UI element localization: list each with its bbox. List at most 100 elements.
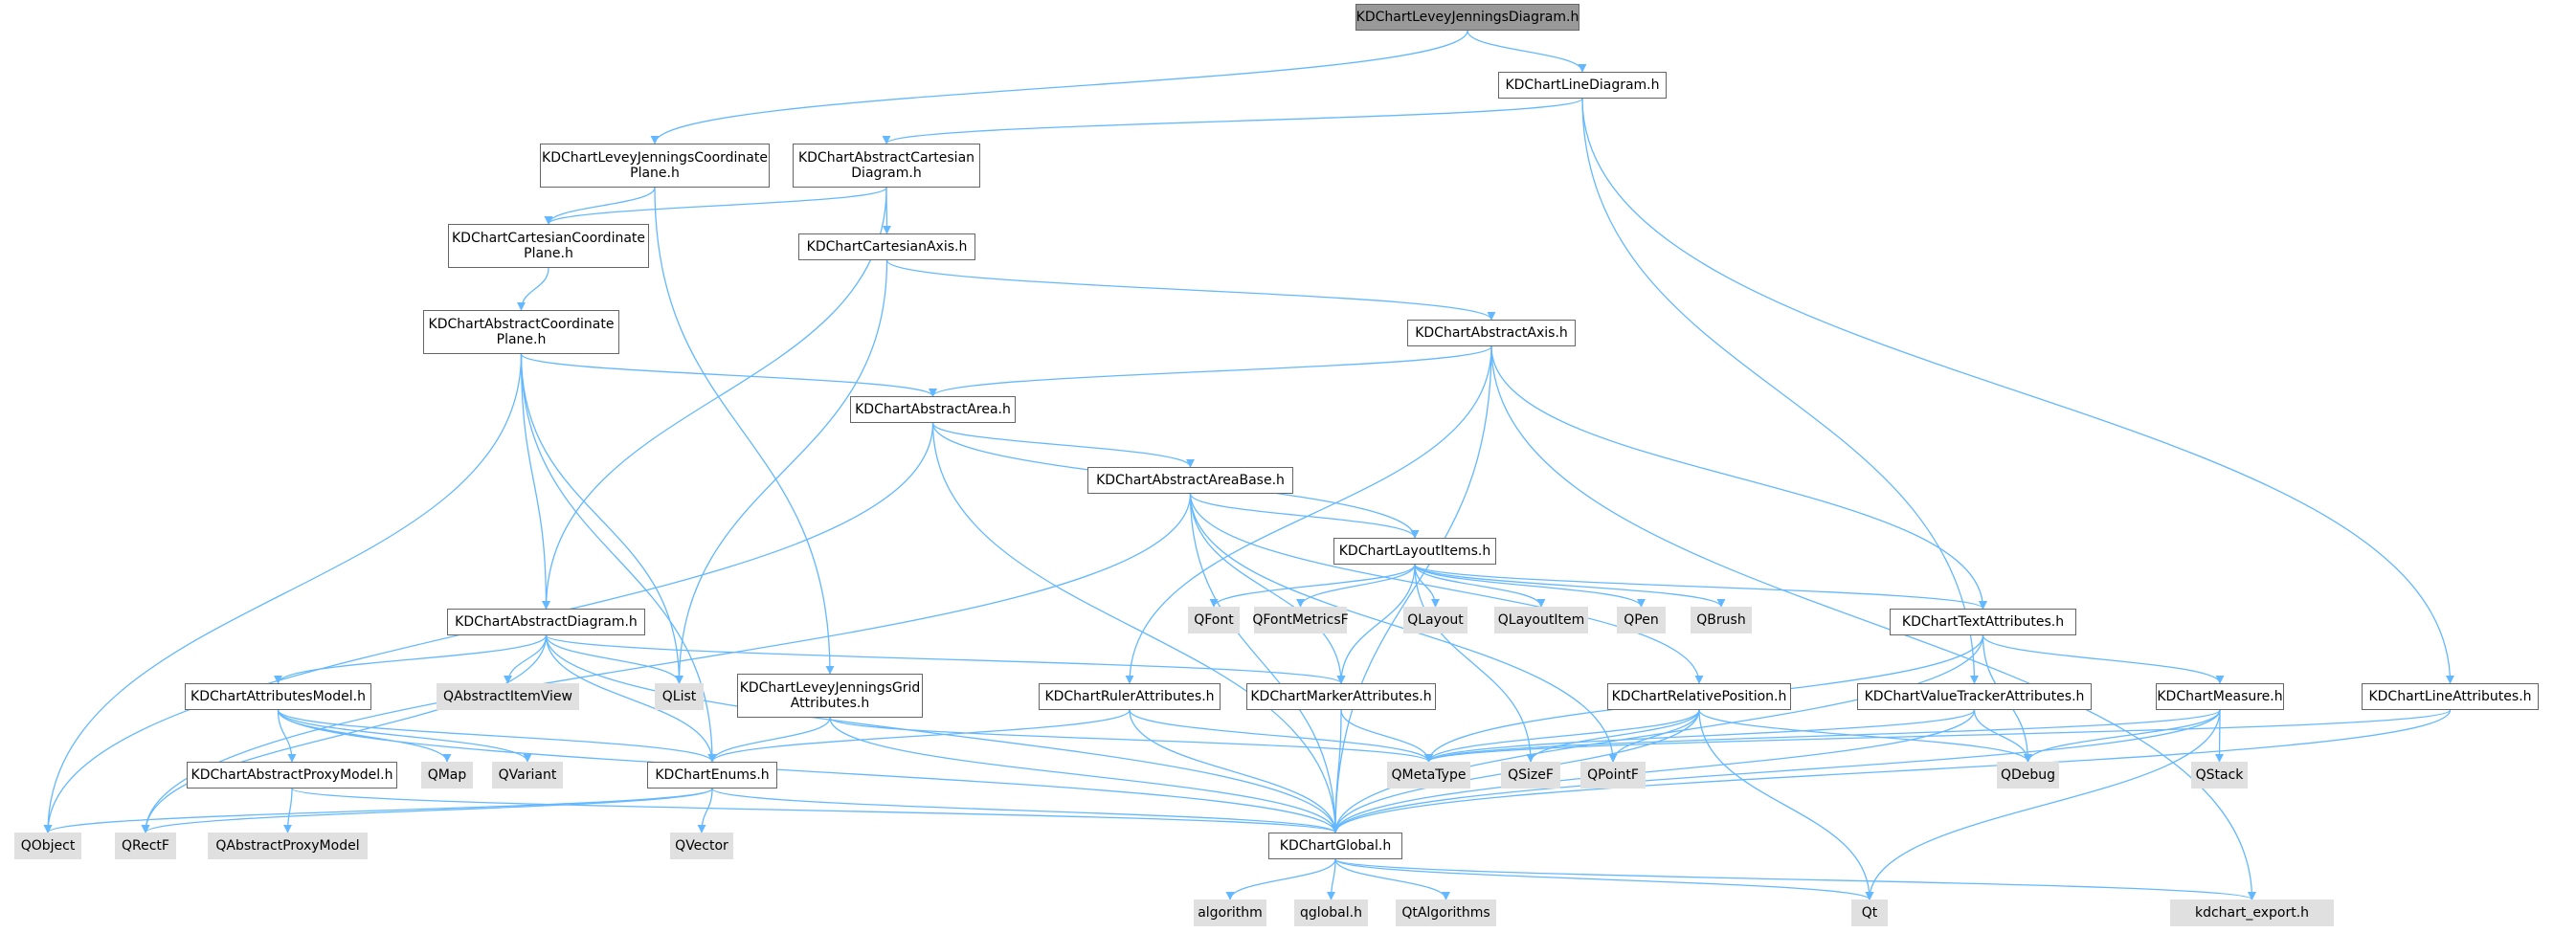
edge-cart_plane-to-abs_plane bbox=[516, 267, 549, 311]
node-kdchart-abstract-area[interactable]: KDChartAbstractArea.h bbox=[850, 396, 1016, 423]
edge-abs_axis-to-text_attr bbox=[1490, 345, 1988, 610]
edge-measure-to-qmetatype bbox=[1424, 709, 2221, 763]
edge-abs_area-to-abs_area_base bbox=[931, 422, 1195, 468]
edge-line_attr-to-qmetatype bbox=[1424, 709, 2452, 763]
node-kdchart-cartesian-coordinate-plane[interactable]: KDChartCartesianCoordinate Plane.h bbox=[448, 224, 649, 268]
edge-line_diagram-to-line_attr bbox=[1581, 98, 2455, 684]
node-kdchart-attributes-model[interactable]: KDChartAttributesModel.h bbox=[185, 683, 371, 710]
edge-line_diagram-to-abs_cart_diagram bbox=[882, 98, 1583, 144]
edge-text_attr-to-global bbox=[1331, 634, 1984, 833]
edge-rel_pos-to-qmetatype bbox=[1424, 709, 1700, 763]
node-kdchart-abstract-area-base[interactable]: KDChartAbstractAreaBase.h bbox=[1087, 467, 1293, 494]
edge-layout_items-to-qlayoutitem bbox=[1414, 564, 1546, 608]
edge-layout_items-to-marker_attr bbox=[1336, 564, 1416, 684]
node-qpen: QPen bbox=[1617, 607, 1666, 633]
node-qvector: QVector bbox=[670, 833, 733, 859]
edge-abs_axis-to-kdchart_export bbox=[1490, 345, 2257, 900]
node-qobject: QObject bbox=[14, 833, 81, 859]
edge-cart_axis-to-abs_axis bbox=[885, 259, 1496, 321]
edge-abs_diagram-to-global bbox=[545, 634, 1340, 833]
edge-rel_pos-to-qt bbox=[1698, 709, 1874, 900]
edge-rel_pos-to-qsizef bbox=[1526, 709, 1700, 763]
edge-enums-to-global bbox=[711, 788, 1340, 833]
edge-abs_diagram-to-qlist bbox=[545, 634, 684, 684]
node-qpointf: QPointF bbox=[1580, 762, 1646, 789]
node-kdchart-leveyjennings-grid-attributes[interactable]: KDChartLeveyJenningsGrid Attributes.h bbox=[737, 674, 923, 718]
node-kdchart-marker-attributes[interactable]: KDChartMarkerAttributes.h bbox=[1246, 683, 1436, 710]
node-qstack: QStack bbox=[2191, 762, 2248, 789]
edge-global-to-algorithm bbox=[1225, 858, 1336, 900]
node-kdchart-abstract-proxy-model[interactable]: KDChartAbstractProxyModel.h bbox=[187, 762, 397, 789]
edge-marker_attr-to-global bbox=[1331, 709, 1342, 833]
node-kdchart-layout-items[interactable]: KDChartLayoutItems.h bbox=[1333, 538, 1496, 565]
edge-attr_model-to-qmap bbox=[277, 709, 452, 763]
node-kdchart-relative-position[interactable]: KDChartRelativePosition.h bbox=[1607, 683, 1791, 710]
edge-levey_diagram-to-levey_plane bbox=[650, 30, 1468, 144]
node-kdchart-line-attributes[interactable]: KDChartLineAttributes.h bbox=[2362, 683, 2539, 710]
node-qfontmetricsf: QFontMetricsF bbox=[1252, 607, 1349, 633]
edge-layout_items-to-qsizef bbox=[1414, 564, 1535, 763]
edge-abs_area_base-to-global bbox=[1189, 493, 1340, 833]
edge-layout_items-to-qfont bbox=[1209, 564, 1416, 608]
edge-global-to-qglobal bbox=[1326, 858, 1336, 900]
edge-value_tracker-to-global bbox=[1331, 709, 1976, 833]
edge-abs_area_base-to-rel_pos bbox=[1189, 493, 1704, 684]
edge-attr_model-to-enums bbox=[277, 709, 717, 763]
edge-abs_proxy-to-qabstractproxymodel bbox=[282, 788, 293, 833]
node-qrectf: QRectF bbox=[115, 833, 176, 859]
edge-rel_pos-to-qdebug bbox=[1698, 709, 2032, 763]
edge-levey_diagram-to-line_diagram bbox=[1467, 30, 1587, 73]
node-kdchart-leveyjennings-diagram[interactable]: KDChartLeveyJenningsDiagram.h bbox=[1355, 4, 1579, 31]
edge-attr_model-to-abs_proxy bbox=[277, 709, 297, 763]
edge-layout_items-to-qpen bbox=[1414, 564, 1646, 608]
node-kdchart-abstract-axis[interactable]: KDChartAbstractAxis.h bbox=[1407, 320, 1576, 346]
node-qabstractitemview: QAbstractItemView bbox=[437, 683, 579, 710]
edge-measure-to-global bbox=[1331, 709, 2221, 833]
node-kdchart-abstract-cartesian-diagram[interactable]: KDChartAbstractCartesian Diagram.h bbox=[793, 144, 980, 188]
edge-levey_grid-to-global bbox=[829, 717, 1340, 833]
edge-line_diagram-to-value_tracker bbox=[1581, 98, 1980, 684]
node-qmap: QMap bbox=[421, 762, 473, 789]
edge-abs_plane-to-abs_diagram bbox=[520, 353, 551, 610]
node-kdchart-line-diagram[interactable]: KDChartLineDiagram.h bbox=[1498, 72, 1667, 99]
edge-attr_model-to-global bbox=[277, 709, 1340, 833]
edge-marker_attr-to-qmetatype bbox=[1340, 709, 1434, 763]
node-qlayout: QLayout bbox=[1403, 607, 1467, 633]
edge-abs_diagram-to-marker_attr bbox=[545, 634, 1346, 684]
edge-enums-to-qobject bbox=[43, 788, 713, 833]
edge-global-to-qt bbox=[1334, 858, 1874, 900]
node-kdchart-text-attributes[interactable]: KDChartTextAttributes.h bbox=[1890, 609, 2076, 635]
edge-abs_diagram-to-qabstractitemview bbox=[503, 634, 548, 684]
edge-abs_area_base-to-marker_attr bbox=[1189, 493, 1346, 684]
edge-layout_items-to-qbrush bbox=[1414, 564, 1726, 608]
node-qlayoutitem: QLayoutItem bbox=[1494, 607, 1588, 633]
node-qdebug: QDebug bbox=[1997, 762, 2059, 789]
node-kdchart-abstract-diagram[interactable]: KDChartAbstractDiagram.h bbox=[447, 609, 645, 635]
node-kdchart-global[interactable]: KDChartGlobal.h bbox=[1268, 833, 1402, 859]
edge-levey_grid-to-qmetatype bbox=[829, 717, 1433, 763]
node-kdchart-leveyjennings-coordinate-plane[interactable]: KDChartLeveyJenningsCoordinate Plane.h bbox=[540, 144, 770, 188]
node-kdchart-value-tracker-attributes[interactable]: KDChartValueTrackerAttributes.h bbox=[1857, 683, 2092, 710]
edge-abs_area_base-to-layout_items bbox=[1189, 493, 1420, 539]
node-qt: Qt bbox=[1851, 900, 1888, 926]
node-qbrush: QBrush bbox=[1691, 607, 1752, 633]
edge-abs_axis-to-global bbox=[1331, 345, 1492, 833]
edge-global-to-qtalgorithms bbox=[1334, 858, 1451, 900]
node-kdchart-ruler-attributes[interactable]: KDChartRulerAttributes.h bbox=[1039, 683, 1221, 710]
edge-abs_cart_diagram-to-cart_plane bbox=[544, 187, 887, 225]
edge-abs_axis-to-ruler_attr bbox=[1125, 345, 1492, 684]
node-kdchart-abstract-coordinate-plane[interactable]: KDChartAbstractCoordinate Plane.h bbox=[423, 310, 619, 354]
edge-layout_items-to-qfontmetricsf bbox=[1295, 564, 1416, 608]
edge-abs_proxy-to-global bbox=[291, 788, 1340, 833]
edge-abs_plane-to-qlist bbox=[520, 353, 684, 684]
edge-levey_grid-to-enums bbox=[707, 717, 831, 763]
node-kdchart-measure[interactable]: KDChartMeasure.h bbox=[2156, 683, 2284, 710]
node-kdchart-cartesian-axis[interactable]: KDChartCartesianAxis.h bbox=[798, 233, 975, 260]
node-kdchart-enums[interactable]: KDChartEnums.h bbox=[647, 762, 777, 789]
node-qlist: QList bbox=[655, 683, 704, 710]
edge-rel_pos-to-qpointf bbox=[1608, 709, 1700, 763]
edge-abs_axis-to-abs_area bbox=[929, 345, 1492, 397]
edge-enums-to-qrectf bbox=[141, 788, 713, 833]
edge-ruler_attr-to-global bbox=[1129, 709, 1340, 833]
